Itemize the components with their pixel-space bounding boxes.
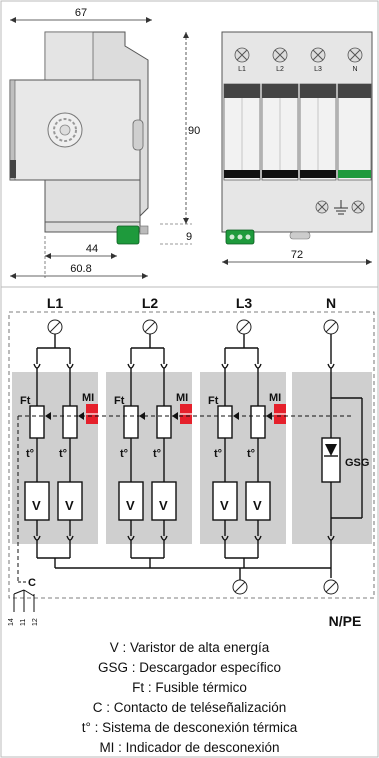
module-n — [337, 83, 372, 181]
mi-label-l2: MI — [176, 392, 188, 404]
legend-line-c: C : Contacto de teléseñalización — [92, 700, 287, 715]
contact-12: 12 — [32, 618, 39, 626]
front-view: L1 L2 L3 N 72 — [221, 31, 373, 265]
v-label-l3b: V — [253, 498, 262, 513]
bottom-bus — [37, 557, 331, 580]
ft-label-l2: Ft — [114, 395, 125, 407]
gsg-symbol — [325, 444, 337, 456]
terminal-icon-bottom-1 — [232, 579, 248, 595]
module-l1 — [223, 83, 261, 181]
screw-icon-l1 — [234, 47, 250, 63]
to-label-l1a: t° — [26, 448, 34, 460]
screw-icon-bottom-2 — [351, 200, 365, 214]
terminal-icon-bottom-2 — [323, 579, 339, 595]
v-label-l2a: V — [126, 498, 135, 513]
terminal-label-n: N — [352, 66, 357, 73]
side-view: 67 90 9 44 — [9, 7, 200, 279]
green-clip — [116, 225, 140, 245]
module-l3 — [299, 83, 337, 181]
c-label: C — [28, 577, 36, 589]
terminal-icon-n — [323, 319, 339, 335]
mi-label-l3: MI — [269, 392, 281, 404]
ft-label-l1: Ft — [20, 395, 31, 407]
legend-line-to: t° : Sistema de desconexión térmica — [81, 720, 298, 735]
to-label-l3a: t° — [214, 448, 222, 460]
npe-label: N/PE — [329, 613, 362, 629]
schematic: L1 L2 L3 N — [8, 295, 375, 629]
screw-icon-n — [347, 47, 363, 63]
to-label-l3b: t° — [247, 448, 255, 460]
screw-icon-l3 — [310, 47, 326, 63]
dim-72: 72 — [291, 249, 303, 261]
contact-11: 11 — [20, 619, 27, 626]
dim-60-8: 60.8 — [70, 263, 91, 275]
v-label-l1a: V — [32, 498, 41, 513]
dim-67: 67 — [75, 7, 87, 19]
legend-line-v: V : Varistor de alta energía — [109, 640, 270, 655]
to-label-l2a: t° — [120, 448, 128, 460]
legend-line-gsg: GSG : Descargador específico — [97, 660, 282, 675]
terminal-icon-l3 — [236, 319, 252, 335]
ft-label-l3: Ft — [208, 395, 219, 407]
terminal-label-l3: L3 — [314, 66, 322, 73]
gsg-label: GSG — [345, 457, 369, 469]
mi-label-l1: MI — [82, 392, 94, 404]
dim-9: 9 — [186, 231, 192, 243]
branch-l2 — [118, 334, 177, 558]
contact-c — [13, 581, 35, 612]
screw-icon-l2 — [272, 47, 288, 63]
phase-label-l1: L1 — [47, 295, 64, 311]
branch-n — [321, 334, 363, 578]
legend-line-ft: Ft : Fusible térmico — [132, 680, 247, 695]
phase-label-n: N — [326, 295, 336, 311]
v-label-l1b: V — [65, 498, 74, 513]
terminal-icon-l2 — [142, 319, 158, 335]
terminal-label-l2: L2 — [276, 66, 284, 73]
branch-l1 — [24, 334, 83, 558]
phase-label-l3: L3 — [236, 295, 253, 311]
dim-44: 44 — [86, 243, 98, 255]
schematic-frame — [8, 311, 375, 599]
dim-90: 90 — [188, 125, 200, 137]
terminal-label-l1: L1 — [238, 66, 246, 73]
screw-icon-bottom-1 — [315, 200, 329, 214]
v-label-l2b: V — [159, 498, 168, 513]
phase-label-l2: L2 — [142, 295, 159, 311]
ground-icon — [334, 200, 348, 215]
legend-line-mi: MI : Indicador de desconexión — [99, 740, 280, 755]
branch-l3 — [212, 334, 271, 558]
terminal-icon-l1 — [47, 319, 63, 335]
v-label-l3a: V — [220, 498, 229, 513]
to-label-l1b: t° — [59, 448, 67, 460]
to-label-l2b: t° — [153, 448, 161, 460]
contact-14: 14 — [8, 618, 15, 626]
module-l2 — [261, 83, 299, 181]
